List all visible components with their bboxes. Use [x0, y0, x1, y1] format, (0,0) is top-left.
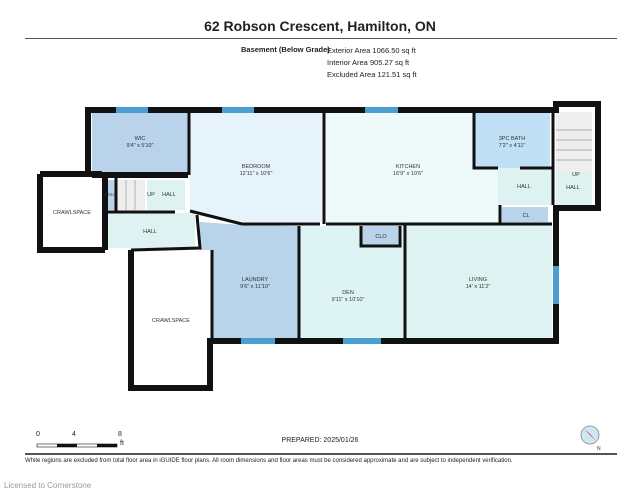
room-hall-stairs — [556, 172, 592, 205]
excluded-area: Excluded Area 121.51 sq ft — [327, 70, 417, 79]
room-strg — [105, 180, 115, 210]
stair-treads — [125, 129, 592, 210]
windows — [116, 107, 559, 344]
hall-label: HALL — [162, 192, 176, 198]
bath-name: 3PC BATH — [499, 136, 526, 142]
laundry-name: LAUNDRY — [242, 277, 269, 283]
crawlspace-label: CRAWLSPACE — [152, 318, 190, 324]
living-dim: 14' x 11'2" — [466, 284, 491, 290]
interior-walls — [105, 113, 555, 340]
room-clo — [362, 226, 398, 246]
room-wic — [92, 113, 188, 172]
level-label: Basement (Below Grade) — [241, 45, 330, 54]
hall-label: HALL — [517, 184, 531, 190]
room-hall-lower — [105, 213, 195, 248]
room-cl — [502, 207, 548, 222]
living-name: LIVING — [469, 277, 487, 283]
interior-area: Interior Area 905.27 sq ft — [327, 58, 410, 67]
compass-icon: N — [580, 425, 601, 452]
hall-label: HALL — [143, 229, 157, 235]
room-hall-upper — [147, 180, 185, 210]
bedroom-name: BEDROOM — [242, 164, 271, 170]
kitchen-name: KITCHEN — [396, 164, 420, 170]
scale-bar — [36, 443, 118, 448]
scale-tick: 4 — [72, 431, 76, 438]
license-text: Licensed to Cornerstone — [4, 481, 92, 490]
prepared-date: PREPARED: 2025/01/26 — [281, 437, 359, 444]
bath-dim: 7'2" x 4'11" — [499, 143, 526, 149]
den-name: DEN — [342, 290, 354, 296]
scale-tick: 8 — [118, 431, 122, 438]
room-stairs-left — [117, 180, 145, 210]
room-hall-right — [498, 168, 552, 205]
room-kitchen — [326, 113, 498, 222]
den-dim: 9'11" x 10'10" — [332, 297, 365, 303]
crawlspace-label: CRAWLSPACE — [53, 210, 91, 216]
page-title: 62 Robson Crescent, Hamilton, ON — [204, 18, 436, 34]
hall-label: HALL — [566, 185, 580, 191]
scale-tick: 0 — [36, 431, 40, 438]
up-label: UP — [572, 172, 580, 178]
scale-unit: ft — [120, 440, 124, 447]
bedroom-dim: 12'11" x 10'6" — [240, 171, 273, 177]
wic-dim: 9'4" x 5'10" — [126, 143, 153, 149]
strg-label: STRG — [104, 192, 115, 197]
room-laundry — [200, 222, 298, 338]
disclaimer: White regions are excluded from total fl… — [25, 458, 513, 464]
up-label: UP — [147, 192, 155, 198]
clo-label: CLO — [375, 234, 387, 240]
svg-text:N: N — [597, 446, 601, 452]
divider — [25, 38, 617, 39]
room-bedroom — [190, 113, 322, 222]
scale-labels: 0 4 8 ft — [36, 431, 124, 447]
laundry-dim: 9'6" x 11'10" — [240, 284, 270, 290]
room-bath — [475, 113, 550, 168]
room-living — [406, 222, 552, 338]
room-stairs-right — [556, 112, 592, 172]
divider — [25, 453, 617, 455]
wic-name: WIC — [135, 136, 146, 142]
cl-label: CL — [522, 213, 529, 219]
kitchen-dim: 16'9" x 10'6" — [393, 171, 423, 177]
area-summary: Exterior Area 1066.50 sq ft Interior Are… — [327, 45, 417, 81]
exterior-area: Exterior Area 1066.50 sq ft — [327, 46, 416, 55]
